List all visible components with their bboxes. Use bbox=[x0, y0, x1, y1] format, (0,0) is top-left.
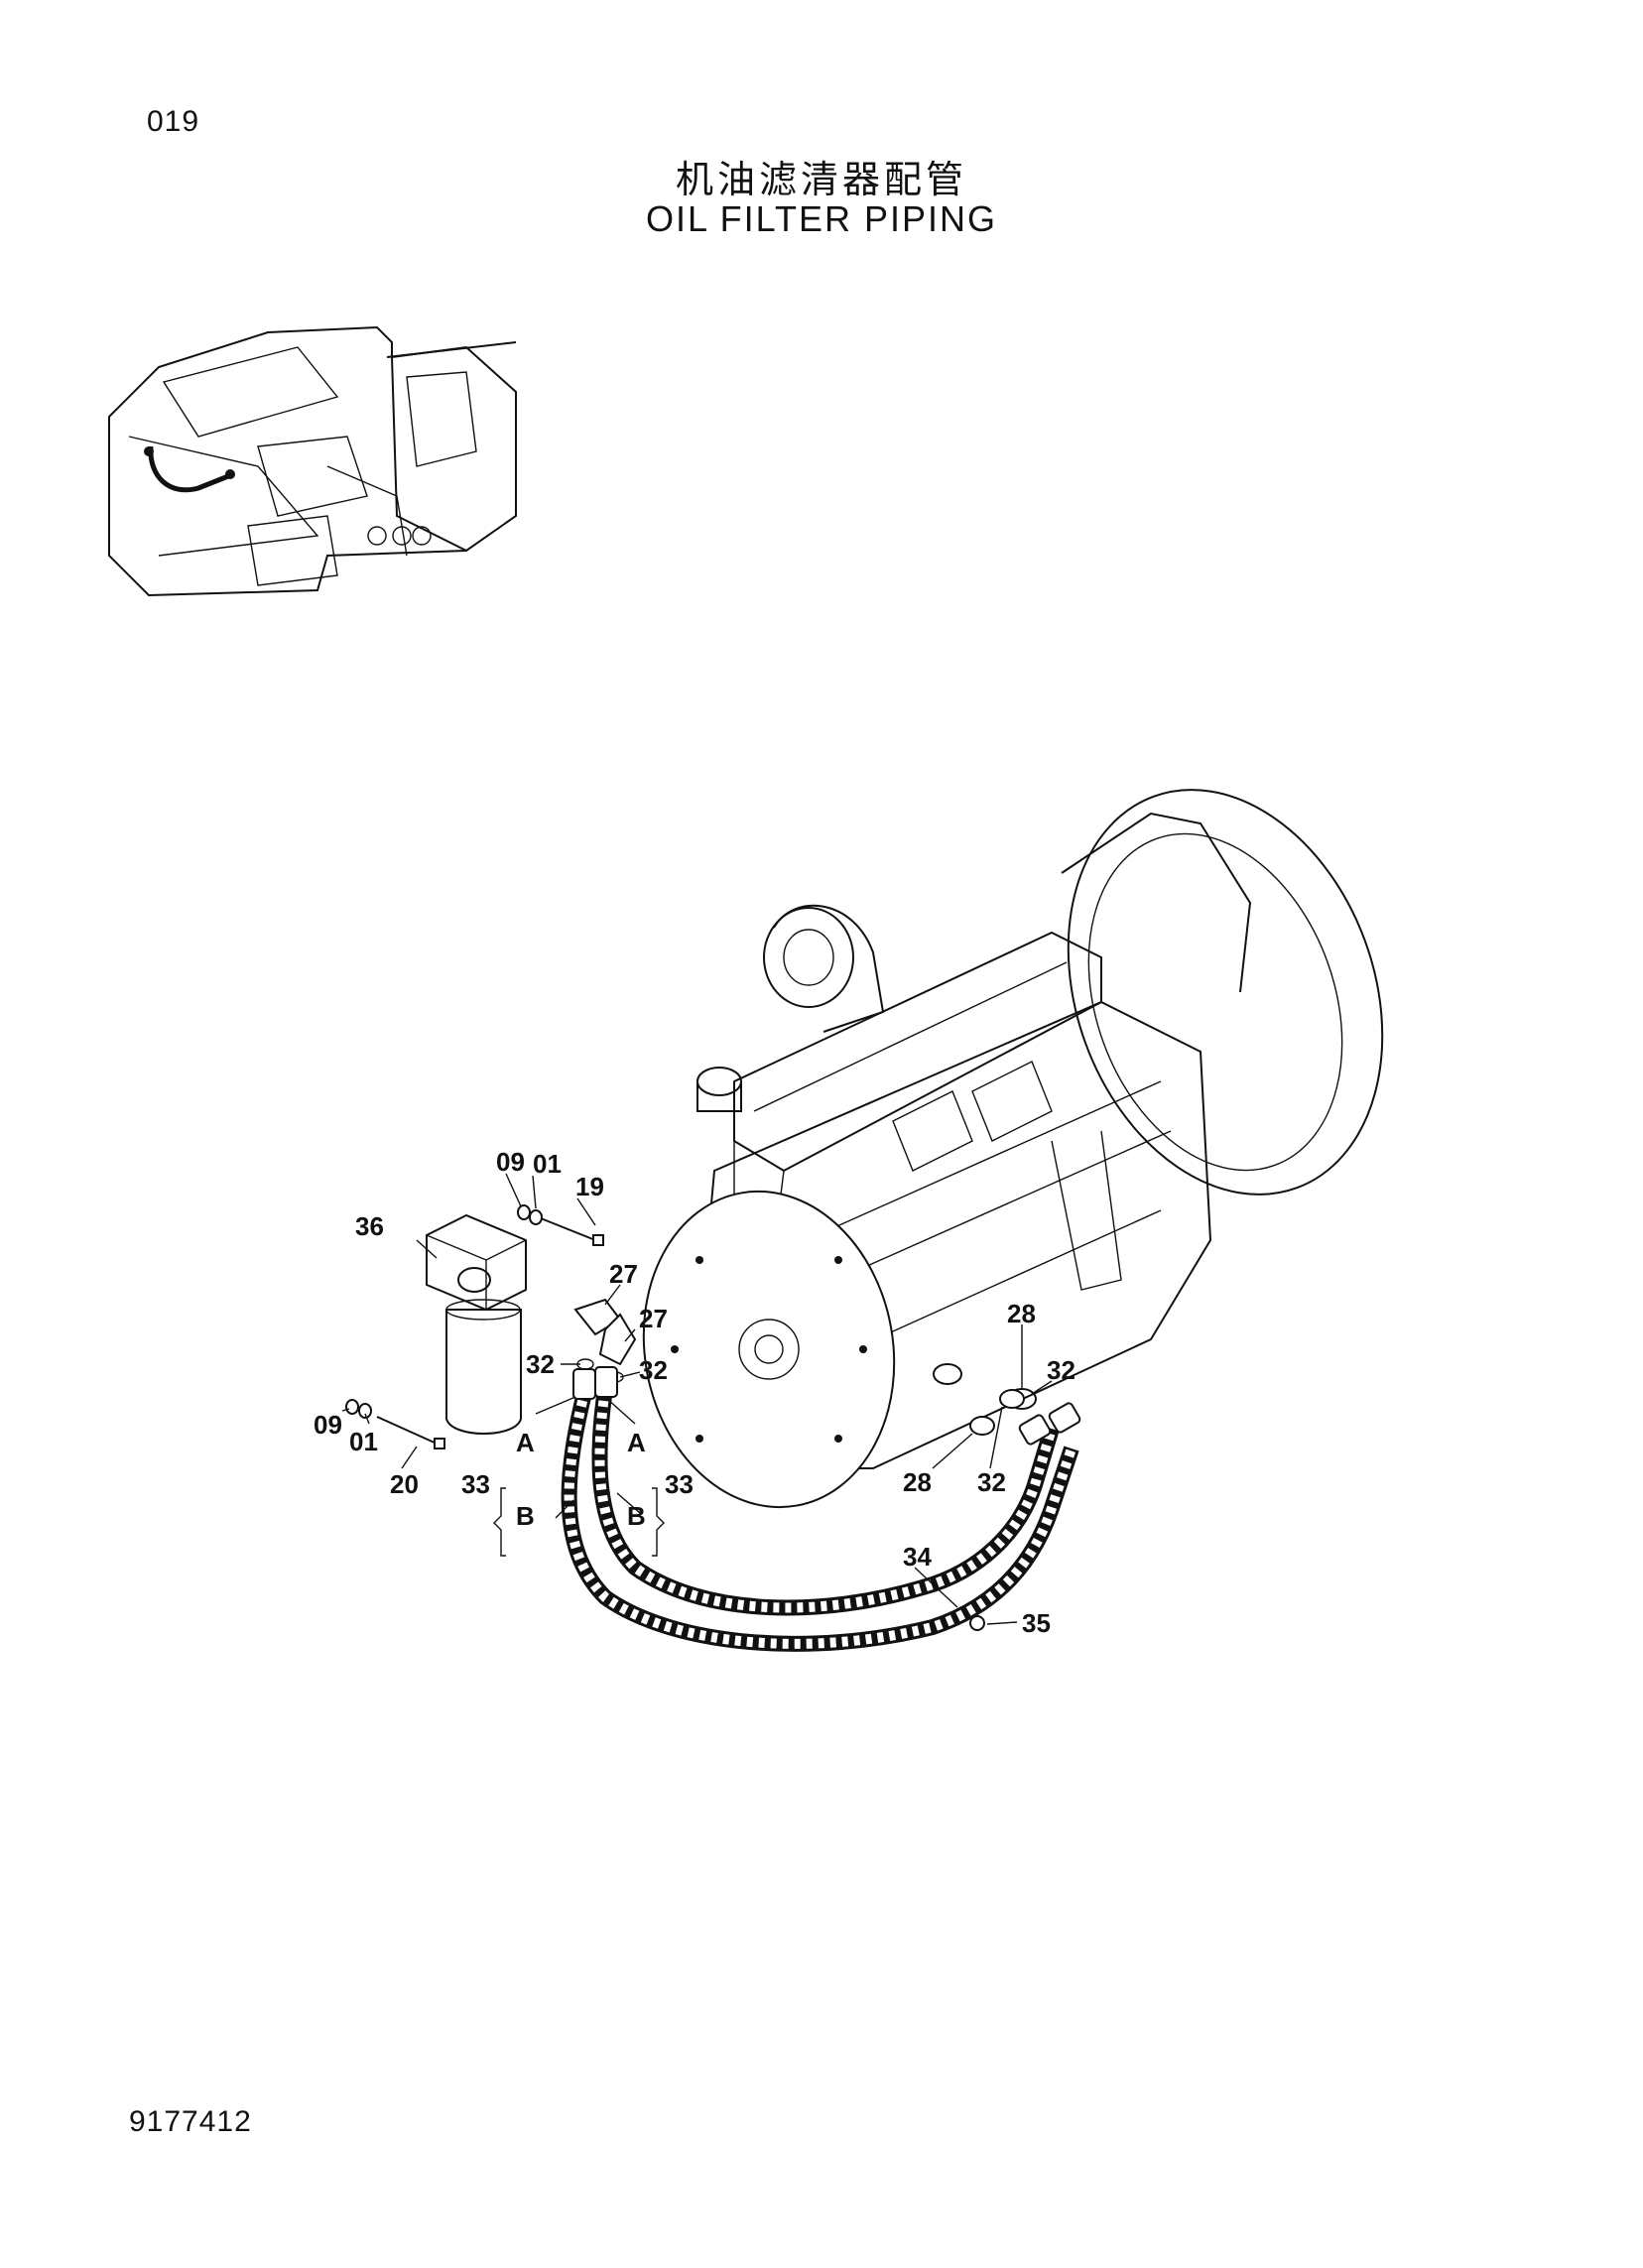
document-id: 9177412 bbox=[129, 2105, 252, 2138]
callout-27-b: 27 bbox=[639, 1304, 668, 1333]
callout-B-right: B bbox=[627, 1501, 646, 1531]
page-title-chinese: 机油滤清器配管 bbox=[675, 158, 967, 201]
callout-34: 34 bbox=[903, 1542, 932, 1572]
oil-filter-assembly bbox=[426, 1213, 527, 1435]
page-title-english: OIL FILTER PIPING bbox=[645, 198, 998, 239]
callout-32-left: 32 bbox=[526, 1349, 555, 1379]
callout-35: 35 bbox=[1022, 1608, 1051, 1638]
page-number: 019 bbox=[147, 105, 200, 138]
callout-33-right: 33 bbox=[665, 1469, 694, 1499]
callout-28-top: 28 bbox=[1007, 1299, 1036, 1328]
callout-28-bottom: 28 bbox=[903, 1467, 932, 1497]
elbow-fittings bbox=[573, 1298, 637, 1383]
leader-lines bbox=[341, 1173, 1053, 1625]
callout-33-left: 33 bbox=[461, 1469, 490, 1499]
callout-01-top: 01 bbox=[533, 1149, 562, 1179]
callout-20: 20 bbox=[390, 1469, 419, 1499]
callout-B-left: B bbox=[516, 1501, 535, 1531]
callout-32-mid: 32 bbox=[639, 1355, 668, 1385]
callout-A-right: A bbox=[627, 1428, 646, 1457]
callout-09-top: 09 bbox=[496, 1147, 525, 1177]
bolts bbox=[345, 1204, 604, 1449]
callout-labels: 09 01 19 36 27 27 32 32 09 01 20 33 33 A… bbox=[314, 1147, 1075, 1638]
callout-27-a: 27 bbox=[609, 1259, 638, 1289]
machine-overview-illustration bbox=[108, 325, 517, 597]
callout-09-bottom: 09 bbox=[314, 1410, 342, 1440]
callout-32-bottom: 32 bbox=[977, 1467, 1006, 1497]
callout-19: 19 bbox=[575, 1172, 604, 1201]
callout-36: 36 bbox=[355, 1211, 384, 1241]
callout-A-left: A bbox=[516, 1428, 535, 1457]
engine-illustration bbox=[642, 789, 1384, 1509]
callout-01-bottom: 01 bbox=[349, 1427, 378, 1456]
hose-assembly bbox=[561, 1366, 1081, 1652]
callout-32-right: 32 bbox=[1047, 1355, 1075, 1385]
